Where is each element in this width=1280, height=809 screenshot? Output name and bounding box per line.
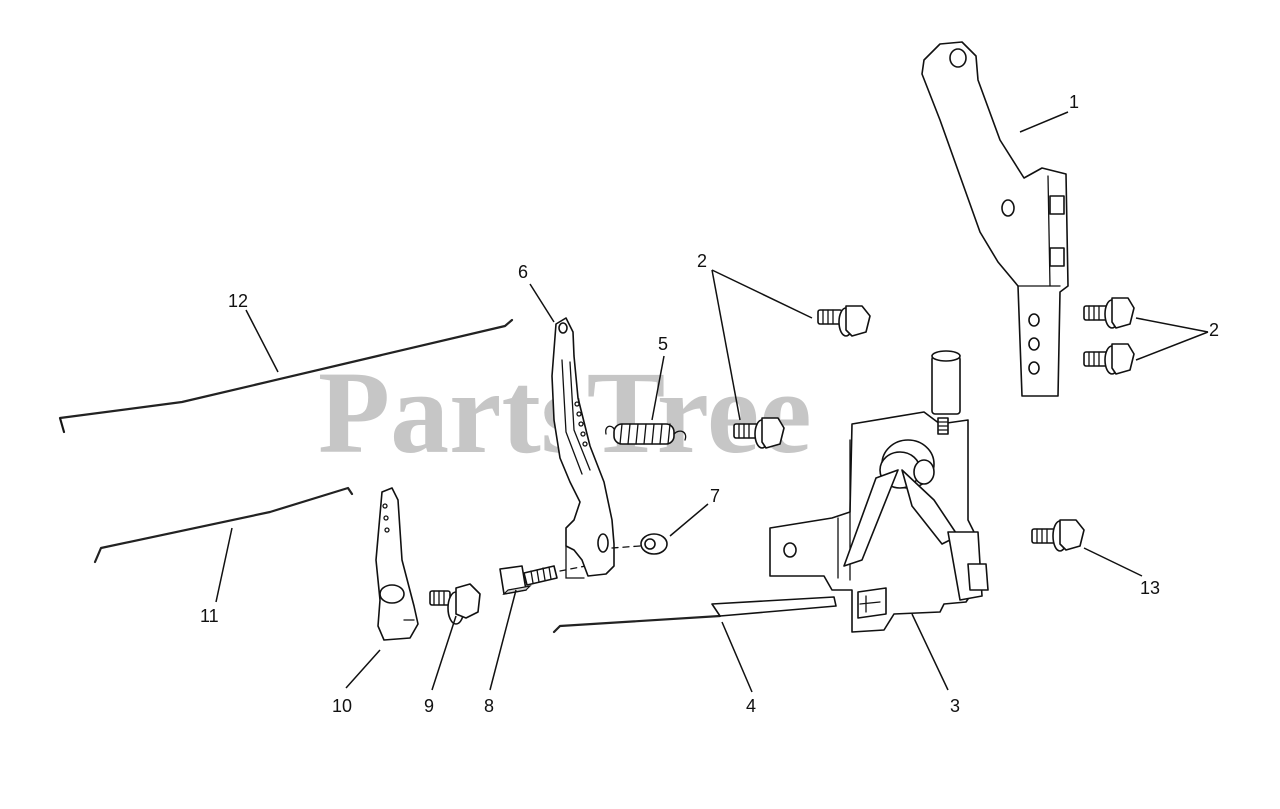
part-5-spring[interactable] xyxy=(605,423,687,445)
callout-7: 7 xyxy=(710,486,720,506)
part-2-bolt-right-upper[interactable] xyxy=(1083,297,1135,329)
callout-1: 1 xyxy=(1069,92,1079,112)
callout-6: 6 xyxy=(518,262,528,282)
callout-8: 8 xyxy=(484,696,494,716)
callout-4: 4 xyxy=(746,696,756,716)
callout-13: 13 xyxy=(1140,578,1160,598)
part-13-bolt[interactable] xyxy=(1031,519,1085,552)
part-6-lever[interactable] xyxy=(551,317,615,579)
callout-11: 11 xyxy=(200,606,219,626)
part-1-bracket[interactable] xyxy=(921,41,1069,397)
leader-lines xyxy=(215,111,1209,693)
part-10-bracket[interactable] xyxy=(375,487,419,641)
part-2-bolt-middle[interactable] xyxy=(733,417,785,449)
part-7-washer[interactable] xyxy=(611,533,668,555)
callout-9: 9 xyxy=(424,696,434,716)
callout-2-center: 2 xyxy=(697,251,707,271)
part-2-bolt-right-lower[interactable] xyxy=(1083,343,1135,375)
callout-numbers: 1 2 2 3 4 5 6 7 8 9 10 11 12 13 xyxy=(200,92,1219,716)
callout-12: 12 xyxy=(228,291,248,311)
part-2-bolt-upper[interactable] xyxy=(817,305,871,337)
part-3-control-assembly[interactable] xyxy=(769,350,989,633)
callout-2-right: 2 xyxy=(1209,320,1219,340)
part-8-screw[interactable] xyxy=(499,563,597,595)
callout-5: 5 xyxy=(658,334,668,354)
part-11-rod[interactable] xyxy=(93,486,354,564)
part-12-rod[interactable] xyxy=(58,318,514,434)
callout-10: 10 xyxy=(332,696,352,716)
part-4-rod[interactable] xyxy=(552,596,837,634)
part-9-bolt[interactable] xyxy=(429,583,481,625)
callout-3: 3 xyxy=(950,696,960,716)
